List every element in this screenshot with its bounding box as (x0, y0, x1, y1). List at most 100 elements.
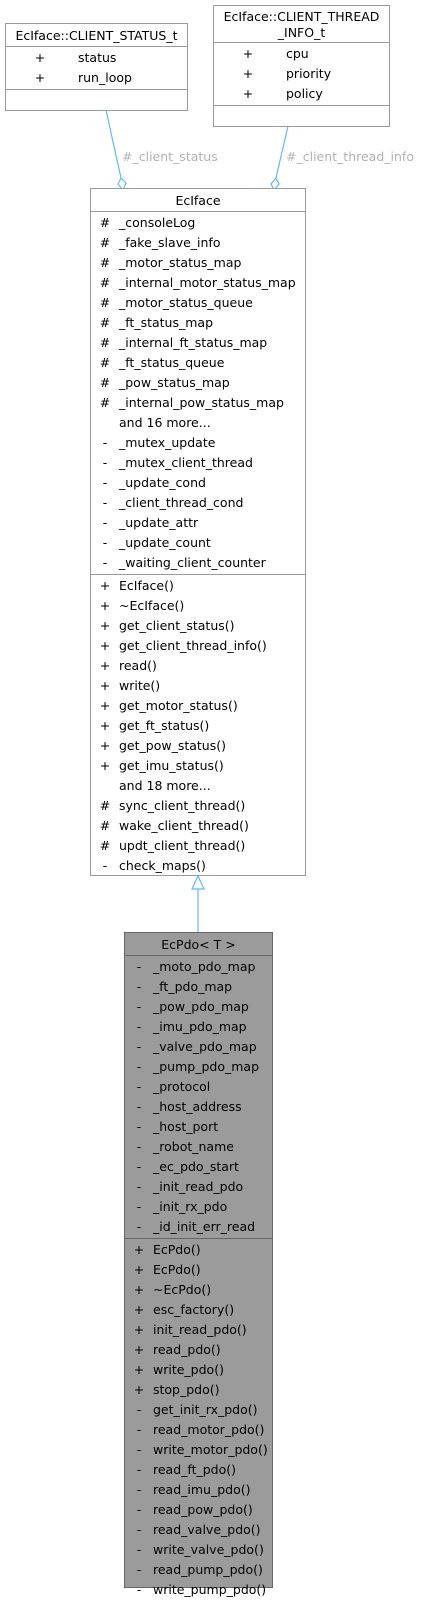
method-row[interactable]: and 18 more... (91, 776, 305, 796)
attribute-row[interactable]: +cpu (214, 44, 389, 64)
method-row[interactable]: -check_maps() (91, 856, 305, 876)
method-row[interactable]: +~EcIface() (91, 596, 305, 616)
attribute-row[interactable]: #_motor_status_map (91, 253, 305, 273)
attribute-row[interactable]: -_host_port (125, 1117, 272, 1137)
method-row[interactable]: -read_imu_pdo() (125, 1480, 272, 1500)
method-row[interactable]: +get_pow_status() (91, 736, 305, 756)
visibility-marker: - (102, 455, 108, 470)
methods-section (6, 90, 187, 110)
method-row[interactable]: -write_pump_pdo() (125, 1580, 272, 1600)
attribute-row[interactable]: -_init_read_pdo (125, 1177, 272, 1197)
visibility-marker: - (102, 475, 108, 490)
visibility-marker: + (133, 1382, 145, 1397)
method-row[interactable]: +~EcPdo() (125, 1280, 272, 1300)
attribute-row[interactable]: -_host_address (125, 1097, 272, 1117)
method-row[interactable]: +get_ft_status() (91, 716, 305, 736)
ecpdo-class[interactable]: EcPdo< T > -_moto_pdo_map-_ft_pdo_map-_p… (124, 932, 273, 1597)
method-row[interactable]: #sync_client_thread() (91, 796, 305, 816)
attribute-row[interactable]: #_ft_status_queue (91, 353, 305, 373)
method-row[interactable]: +read_pdo() (125, 1340, 272, 1360)
attribute-row[interactable]: #_ft_status_map (91, 313, 305, 333)
attribute-row[interactable]: -_moto_pdo_map (125, 957, 272, 977)
visibility-marker: + (99, 598, 111, 613)
visibility-marker: + (34, 50, 46, 65)
visibility-marker: - (136, 1502, 142, 1517)
attribute-row[interactable]: -_pow_pdo_map (125, 997, 272, 1017)
member-name: _host_port (153, 1119, 219, 1134)
attribute-row[interactable]: #_pow_status_map (91, 373, 305, 393)
method-row[interactable]: #wake_client_thread() (91, 816, 305, 836)
attribute-row[interactable]: -_pump_pdo_map (125, 1057, 272, 1077)
method-row[interactable]: -read_pow_pdo() (125, 1500, 272, 1520)
attribute-row[interactable]: -_init_rx_pdo (125, 1197, 272, 1217)
attribute-row[interactable]: +run_loop (6, 68, 187, 88)
method-row[interactable]: +get_imu_status() (91, 756, 305, 776)
attribute-row[interactable]: -_update_count (91, 533, 305, 553)
attribute-row[interactable]: -_update_attr (91, 513, 305, 533)
visibility-marker: # (99, 235, 111, 250)
attribute-row[interactable]: #_motor_status_queue (91, 293, 305, 313)
method-row[interactable]: -write_valve_pdo() (125, 1540, 272, 1560)
attribute-row[interactable]: -_robot_name (125, 1137, 272, 1157)
member-name: _host_address (153, 1099, 242, 1114)
attribute-row[interactable]: -_ec_pdo_start (125, 1157, 272, 1177)
visibility-marker: + (133, 1302, 145, 1317)
attribute-row[interactable]: -_imu_pdo_map (125, 1017, 272, 1037)
client-thread-edge-label: #_client_thread_info (286, 149, 414, 164)
method-row[interactable]: +get_client_thread_info() (91, 636, 305, 656)
method-row[interactable]: #updt_client_thread() (91, 836, 305, 856)
member-name: _update_count (119, 535, 211, 550)
attribute-row[interactable]: -_valve_pdo_map (125, 1037, 272, 1057)
attribute-row[interactable]: +status (6, 48, 187, 68)
method-row[interactable]: +write_pdo() (125, 1360, 272, 1380)
method-row[interactable]: +esc_factory() (125, 1300, 272, 1320)
attribute-row[interactable]: -_ft_pdo_map (125, 977, 272, 997)
attribute-row[interactable]: +priority (214, 64, 389, 84)
method-row[interactable]: -write_motor_pdo() (125, 1440, 272, 1460)
attribute-row[interactable]: -_waiting_client_counter (91, 553, 305, 573)
member-name: _pow_status_map (119, 375, 230, 390)
member-name: _fake_slave_info (119, 235, 221, 250)
method-row[interactable]: -get_init_rx_pdo() (125, 1400, 272, 1420)
member-name: run_loop (78, 70, 132, 85)
eciface-class[interactable]: EcIface #_consoleLog#_fake_slave_info#_m… (90, 188, 306, 876)
attribute-row[interactable]: -_mutex_client_thread (91, 453, 305, 473)
attribute-row[interactable]: # _fake_slave_info (91, 233, 305, 253)
method-row[interactable]: -read_ft_pdo() (125, 1460, 272, 1480)
member-name: _moto_pdo_map (153, 959, 256, 974)
attribute-row[interactable]: -_id_init_err_read (125, 1217, 272, 1237)
attribute-row[interactable]: #_consoleLog (91, 213, 305, 233)
method-row[interactable]: +get_motor_status() (91, 696, 305, 716)
method-row[interactable]: + EcIface() (91, 576, 305, 596)
method-row[interactable]: +init_read_pdo() (125, 1320, 272, 1340)
visibility-marker: + (99, 578, 111, 593)
method-row[interactable]: -read_pump_pdo() (125, 1560, 272, 1580)
attribute-row[interactable]: +policy (214, 84, 389, 104)
visibility-marker: + (99, 658, 111, 673)
member-name: priority (286, 66, 332, 81)
method-row[interactable]: +get_client_status() (91, 616, 305, 636)
attribute-row[interactable]: #_internal_ft_status_map (91, 333, 305, 353)
attribute-row[interactable]: #_internal_pow_status_map (91, 393, 305, 413)
member-name: EcPdo() (153, 1242, 201, 1257)
method-row[interactable]: +EcPdo() (125, 1260, 272, 1280)
visibility-marker: + (99, 678, 111, 693)
attribute-row[interactable]: and 16 more... (91, 413, 305, 433)
method-row[interactable]: -read_motor_pdo() (125, 1420, 272, 1440)
attribute-row[interactable]: #_internal_motor_status_map (91, 273, 305, 293)
attribute-row[interactable]: -_protocol (125, 1077, 272, 1097)
method-row[interactable]: +read() (91, 656, 305, 676)
visibility-marker: - (136, 1219, 142, 1234)
method-row[interactable]: +EcPdo() (125, 1240, 272, 1260)
attribute-row[interactable]: -_update_cond (91, 473, 305, 493)
member-name: policy (286, 86, 323, 101)
member-name: EcIface() (119, 578, 174, 593)
method-row[interactable]: +write() (91, 676, 305, 696)
client-status-class[interactable]: EcIface::CLIENT_STATUS_t +status+run_loo… (5, 23, 188, 111)
member-name: _update_attr (119, 515, 199, 530)
client-thread-info-class[interactable]: EcIface::CLIENT_THREAD _INFO_t +cpu+prio… (213, 5, 390, 127)
attribute-row[interactable]: -_client_thread_cond (91, 493, 305, 513)
attribute-row[interactable]: -_mutex_update (91, 433, 305, 453)
method-row[interactable]: +stop_pdo() (125, 1380, 272, 1400)
method-row[interactable]: -read_valve_pdo() (125, 1520, 272, 1540)
